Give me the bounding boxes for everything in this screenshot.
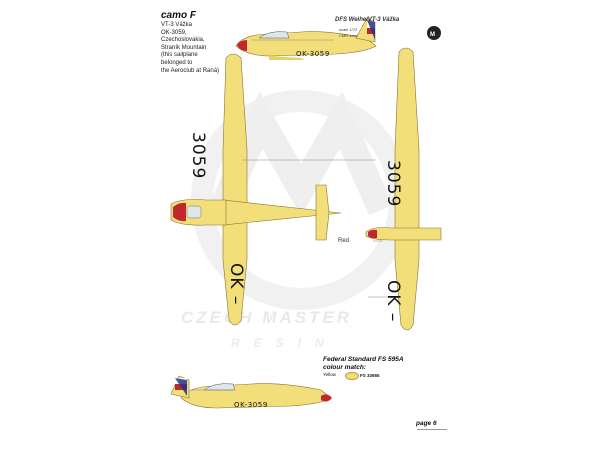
side-profile-bottom bbox=[170, 375, 332, 409]
description-line: OK-3059, bbox=[161, 29, 187, 36]
description-line: Czechoslovakia, bbox=[161, 37, 205, 44]
description-line: (this sailplane bbox=[161, 52, 198, 59]
scheme-title: camo F bbox=[161, 10, 197, 21]
scheme-description: VT-3 Vážka OK-3059, Czechoslovakia, Stra… bbox=[161, 22, 253, 75]
artwork-sheet: CZECH MASTER RESIN bbox=[151, 0, 451, 450]
yellow-swatch-icon bbox=[345, 372, 359, 380]
page-label-underline bbox=[417, 429, 447, 430]
fs-standard-subtitle: colour match: bbox=[323, 364, 366, 371]
side-registration-bottom: OK-3059 bbox=[234, 401, 268, 409]
cmr-logo-icon: M bbox=[427, 26, 441, 40]
model-scale: scale 1/72 bbox=[339, 27, 358, 32]
fs-standard-title: Federal Standard FS 595A bbox=[323, 356, 404, 363]
description-line: Straník Mountain bbox=[161, 44, 207, 51]
side-profile-top bbox=[235, 17, 377, 60]
description-line: VT-3 Vážka bbox=[161, 22, 193, 28]
glider-artwork bbox=[170, 17, 442, 409]
plan-view-bottom bbox=[365, 47, 442, 331]
description-line: the Aeroclub at Raná) bbox=[161, 67, 220, 74]
callout-lines bbox=[191, 39, 399, 391]
side-registration-top: OK-3059 bbox=[296, 50, 330, 58]
plan-view-top bbox=[170, 53, 342, 326]
description-line: belonged to bbox=[161, 59, 193, 66]
watermark-text-line1: CZECH MASTER bbox=[181, 308, 353, 327]
watermark-text-line2: RESIN bbox=[231, 336, 338, 350]
model-title: DFS Weihe/VT-3 Vážka bbox=[335, 17, 400, 23]
fs-color-code: FS 33655 bbox=[360, 373, 380, 378]
svg-text:M: M bbox=[430, 32, 435, 38]
red-callout-label: Red bbox=[338, 238, 350, 244]
page-number-label: page 6 bbox=[416, 420, 437, 427]
fs-color-name: Yellow bbox=[323, 372, 336, 377]
model-code: CMR-xxxx bbox=[339, 33, 358, 38]
